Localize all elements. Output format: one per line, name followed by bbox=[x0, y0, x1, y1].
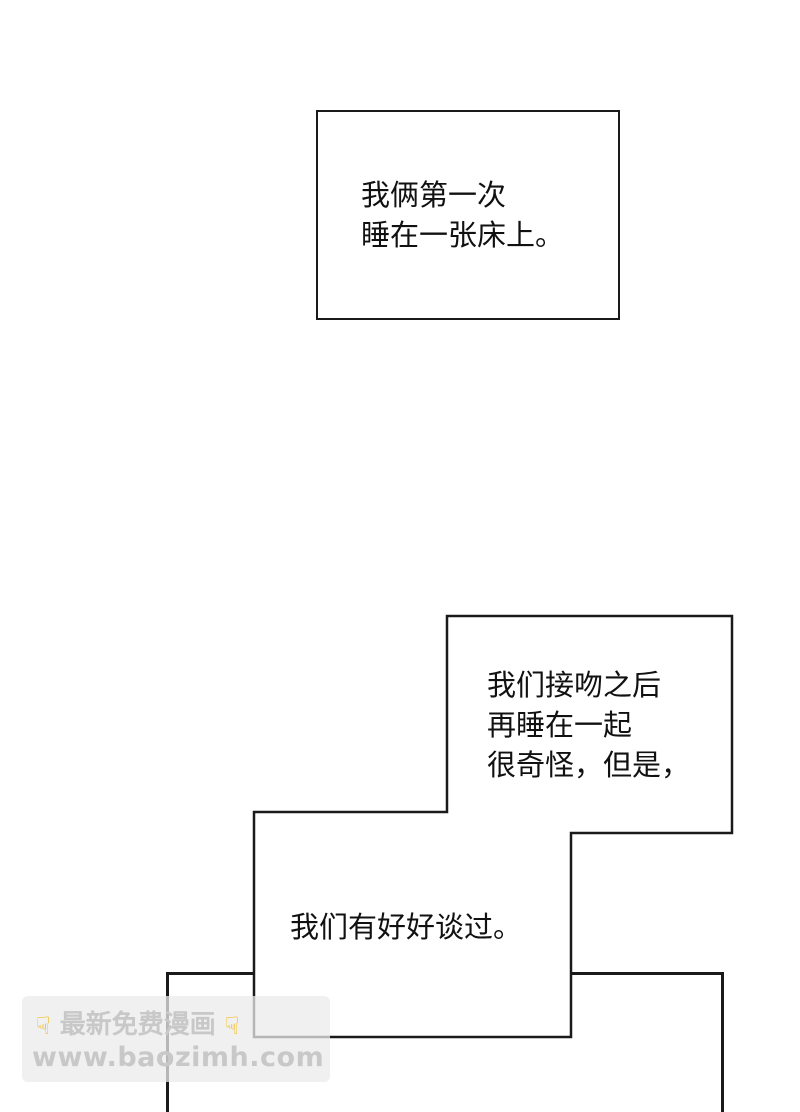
caption-second-line-2: 再睡在一起 bbox=[487, 708, 633, 742]
caption-first-line-1: 我俩第一次 bbox=[361, 178, 507, 212]
watermark-title-row: ☟ 最新免费漫画 ☟ bbox=[36, 1004, 239, 1041]
caption-third-line-1: 我们有好好谈过。 bbox=[290, 910, 523, 944]
pointing-down-hand-icon: ☟ bbox=[224, 1011, 240, 1040]
caption-second-line-1: 我们接吻之后 bbox=[487, 668, 662, 702]
watermark-title: 最新免费漫画 bbox=[59, 1010, 216, 1040]
pointing-down-hand-icon: ☟ bbox=[36, 1011, 51, 1040]
caption-box-first bbox=[316, 110, 620, 320]
watermark: ☟ 最新免费漫画 ☟ www.baozimh.com bbox=[22, 996, 330, 1082]
watermark-url[interactable]: www.baozimh.com bbox=[32, 1042, 325, 1073]
caption-second-line-3: 很奇怪，但是， bbox=[487, 748, 691, 782]
caption-first-line-2: 睡在一张床上。 bbox=[361, 218, 565, 252]
